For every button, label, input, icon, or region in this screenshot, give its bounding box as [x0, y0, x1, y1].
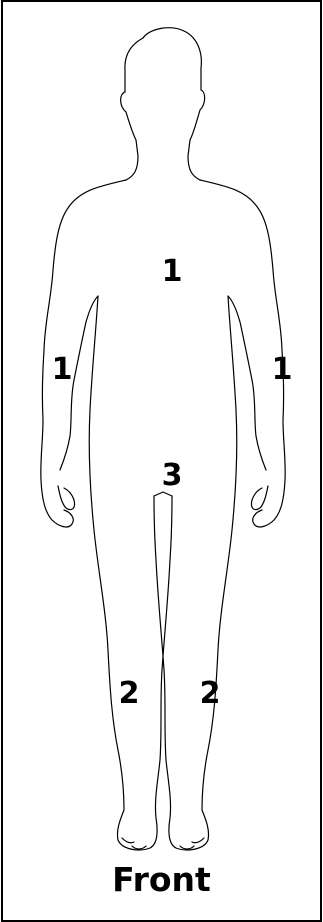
left-leg-count-label: 2 [200, 679, 221, 709]
head-outline [143, 28, 205, 180]
torso-count-label: 1 [162, 257, 183, 287]
left-torso-leg [154, 296, 237, 850]
view-caption: Front [0, 863, 323, 896]
right-torso-leg [89, 296, 172, 850]
left-arm-count-label: 1 [272, 355, 293, 385]
groin-count-label: 3 [162, 461, 183, 491]
right-arm-count-label: 1 [52, 355, 73, 385]
right-leg-count-label: 2 [119, 679, 140, 709]
